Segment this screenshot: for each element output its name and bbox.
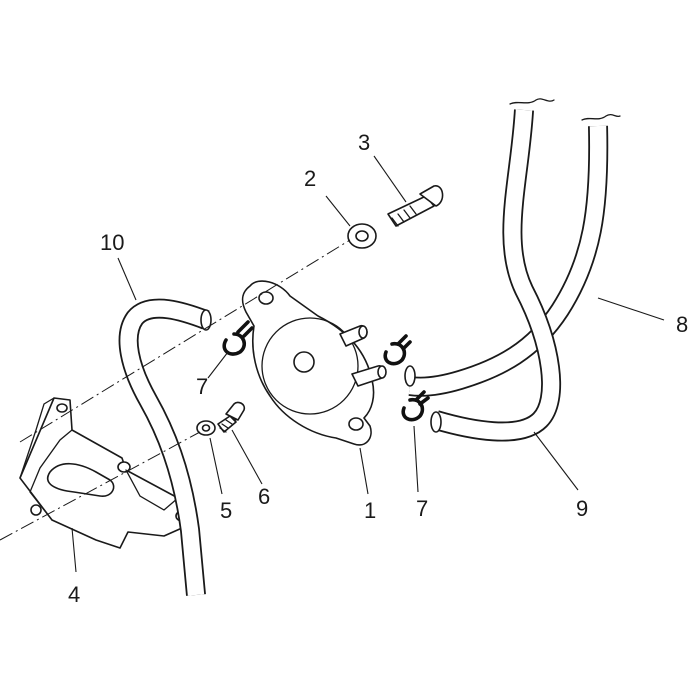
part-5-washer (196, 420, 216, 436)
callout-1: 1 (364, 498, 376, 523)
part-10-hose (118, 298, 212, 596)
part-7-clip-left (222, 320, 254, 356)
callout-2: 2 (304, 166, 316, 191)
callout-6: 6 (258, 484, 270, 509)
part-9-8-hoses (404, 98, 621, 442)
callout-10: 10 (100, 230, 124, 255)
part-7-clip-right-upper (383, 334, 412, 366)
callout-8: 8 (676, 312, 688, 337)
leader-lines (71, 155, 665, 573)
callout-3: 3 (358, 130, 370, 155)
part-3-screw (387, 185, 444, 227)
callout-5: 5 (220, 498, 232, 523)
assembly-axes (0, 239, 351, 541)
part-7-clip-right-lower (401, 390, 430, 422)
part-2-washer (347, 223, 377, 249)
callout-9: 9 (576, 496, 588, 521)
part-1-filter (241, 280, 387, 446)
callout-7-left: 7 (196, 374, 208, 399)
callout-7-right: 7 (416, 496, 428, 521)
part-6-screw (217, 401, 246, 433)
callout-4: 4 (68, 582, 80, 607)
